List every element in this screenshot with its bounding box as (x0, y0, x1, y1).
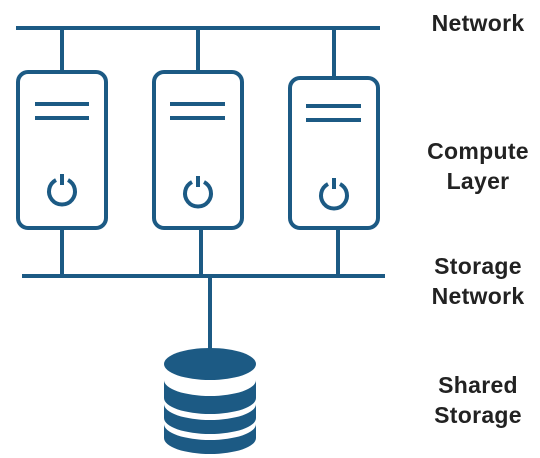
storage-network-label-line-1: Storage (434, 253, 522, 279)
database-icon (164, 348, 256, 454)
compute-label-line-1: Compute (427, 138, 529, 164)
server-2-power-icon (183, 176, 213, 209)
storage-network-label-line-2: Network (431, 283, 525, 309)
shared-storage-label: Shared Storage (418, 370, 538, 430)
server-1 (16, 70, 108, 230)
storage-network-label: Storage Network (418, 251, 538, 311)
network-label: Network (418, 8, 538, 38)
server-1-chassis (16, 70, 108, 230)
server-3-chassis (288, 76, 380, 230)
server-3-power-icon (319, 178, 349, 211)
server-2 (152, 70, 244, 230)
server-2-chassis (152, 70, 244, 230)
compute-layer-label: Compute Layer (418, 136, 538, 196)
server-3 (288, 76, 380, 230)
network-label-text: Network (431, 10, 525, 36)
server-1-power-icon (47, 174, 77, 207)
compute-label-line-2: Layer (446, 168, 510, 194)
shared-storage-label-line-1: Shared (438, 372, 518, 398)
shared-storage-label-line-2: Storage (434, 402, 522, 428)
